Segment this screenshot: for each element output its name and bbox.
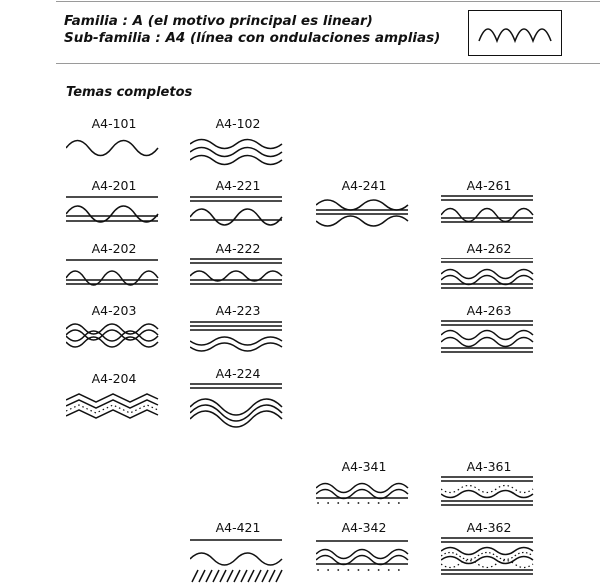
motif-code: A4-262	[466, 241, 512, 256]
motif-code: A4-203	[91, 303, 137, 318]
motif-code: A4-101	[91, 116, 137, 131]
motif-a4-202: A4-202	[64, 242, 164, 306]
wave-line-icon	[478, 28, 552, 44]
motif-drawing	[441, 537, 534, 575]
motif-drawing	[66, 323, 159, 348]
motif-code: A4-261	[466, 178, 512, 193]
motif-a4-262: A4-262	[439, 242, 539, 306]
motif-drawing	[190, 321, 283, 352]
motif-drawing	[190, 383, 283, 428]
motif-code: A4-362	[466, 520, 512, 535]
motif-drawing	[441, 320, 534, 353]
motif-a4-223: A4-223	[188, 304, 288, 368]
motif-a4-201: A4-201	[64, 179, 164, 243]
section-title: Temas completos	[66, 85, 193, 100]
motif-a4-341: A4-341	[314, 460, 414, 524]
motif-drawing	[441, 195, 534, 223]
motif-a4-222: A4-222	[188, 242, 288, 306]
motif-code: A4-204	[91, 371, 137, 386]
subfamilia-title: Sub-familia : A4 (línea con ondulaciones…	[64, 30, 441, 46]
top-divider	[56, 1, 600, 2]
motif-a4-241: A4-241	[314, 179, 414, 243]
motif-a4-224: A4-224	[188, 367, 288, 431]
motif-code: A4-421	[215, 520, 261, 535]
motif-a4-421: A4-421	[188, 521, 288, 585]
motif-code: A4-241	[341, 178, 387, 193]
motif-a4-361: A4-361	[439, 460, 539, 524]
motif-drawing	[316, 199, 409, 227]
motif-code: A4-201	[91, 178, 137, 193]
motif-code: A4-102	[215, 116, 261, 131]
motif-a4-204: A4-204	[64, 372, 164, 436]
motif-a4-263: A4-263	[439, 304, 539, 368]
motif-drawing	[190, 138, 283, 166]
motif-a4-221: A4-221	[188, 179, 288, 243]
header-divider	[56, 63, 600, 64]
motif-code: A4-202	[91, 241, 137, 256]
motif-a4-101: A4-101	[64, 117, 164, 181]
motif-code: A4-221	[215, 178, 261, 193]
motif-code: A4-341	[341, 459, 387, 474]
motif-code: A4-224	[215, 366, 261, 381]
motif-a4-342: A4-342	[314, 521, 414, 585]
motif-code: A4-222	[215, 241, 261, 256]
motif-drawing	[66, 139, 159, 157]
motif-drawing	[190, 539, 283, 583]
familia-title: Familia : A (el motivo principal es line…	[64, 13, 373, 29]
motif-drawing	[66, 196, 159, 223]
motif-drawing	[441, 476, 534, 506]
motif-drawing	[441, 258, 534, 289]
motif-drawing	[66, 259, 159, 286]
motif-a4-362: A4-362	[439, 521, 539, 585]
motif-drawing	[66, 393, 159, 419]
motif-a4-102: A4-102	[188, 117, 288, 181]
motif-code: A4-361	[466, 459, 512, 474]
motif-drawing	[316, 482, 409, 504]
family-thumbnail	[468, 10, 562, 56]
motif-code: A4-223	[215, 303, 261, 318]
motif-a4-261: A4-261	[439, 179, 539, 243]
motif-drawing	[316, 540, 409, 571]
motif-drawing	[190, 258, 283, 285]
motif-drawing	[190, 196, 283, 226]
motif-code: A4-263	[466, 303, 512, 318]
motif-code: A4-342	[341, 520, 387, 535]
motif-a4-203: A4-203	[64, 304, 164, 368]
